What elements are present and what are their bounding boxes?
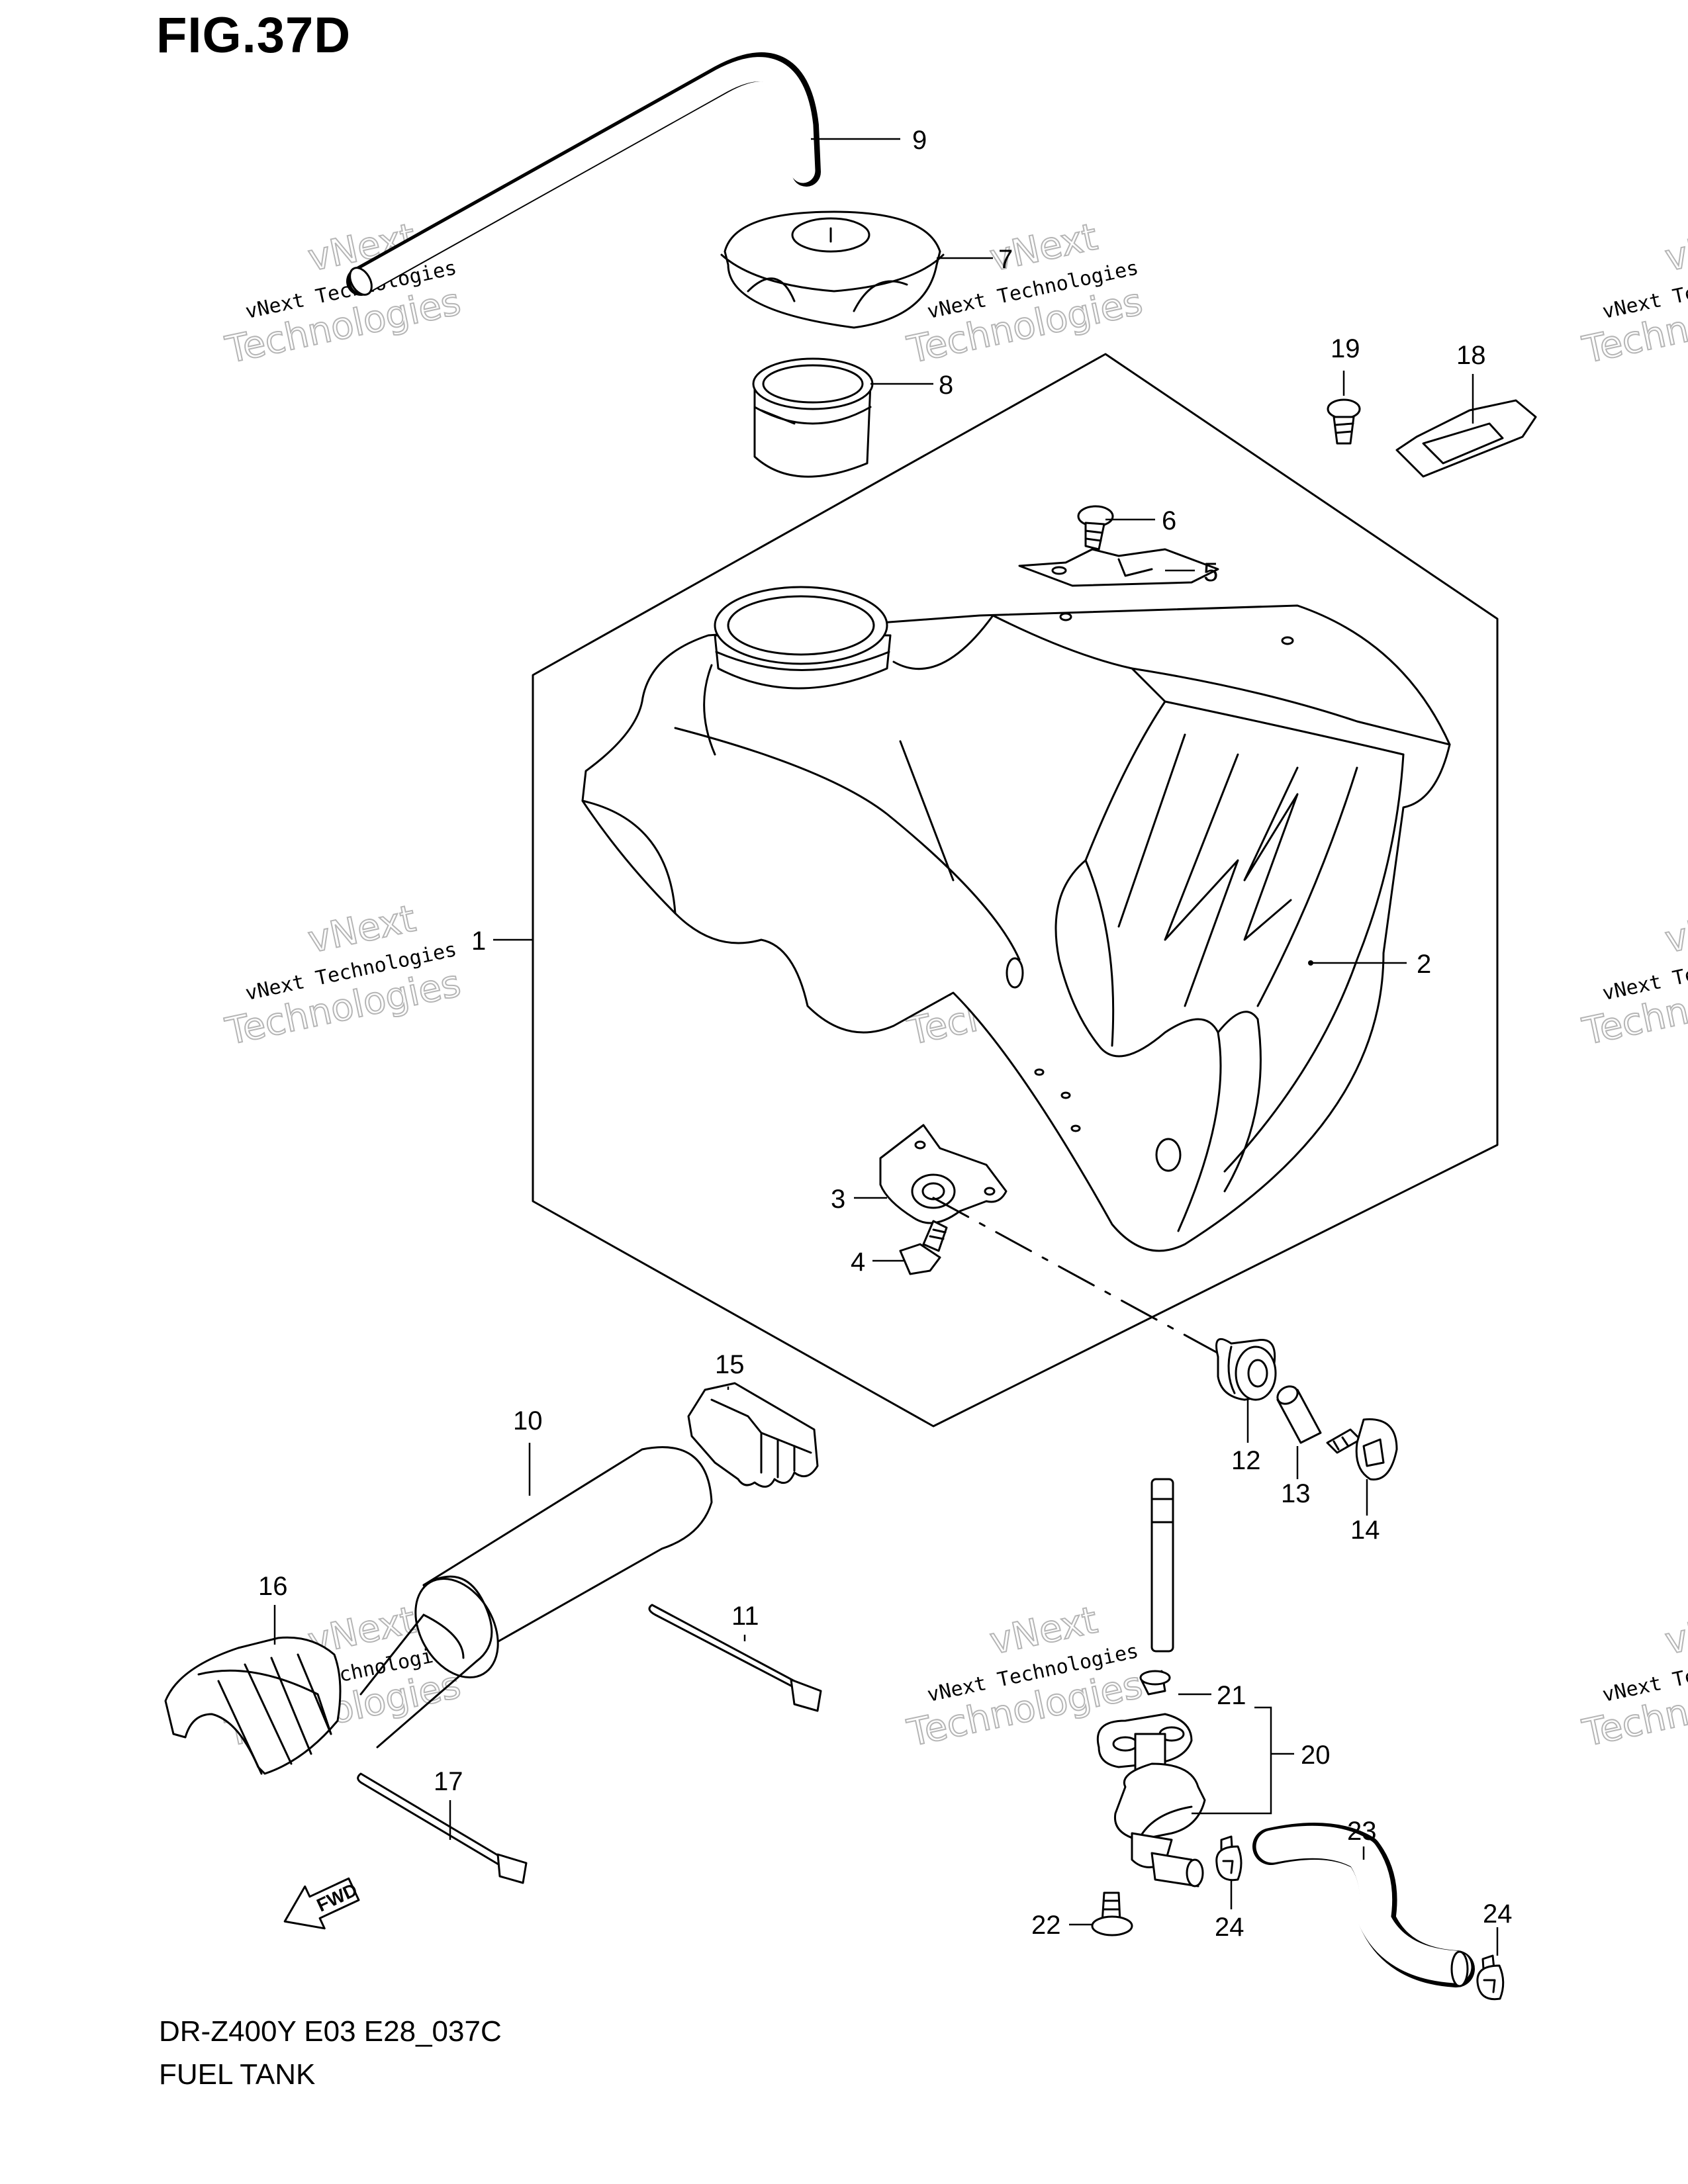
part-hose-clip-24a [1215,1835,1243,1882]
callout-14: 14 [1350,1516,1380,1545]
callout-18: 18 [1456,341,1486,370]
callout-4: 4 [851,1248,865,1277]
part-mount-bracket-3 [879,1124,1008,1224]
callout-15: 15 [715,1350,745,1379]
callout-19: 19 [1331,334,1360,363]
callout-24b: 24 [1483,1899,1513,1929]
callout-21: 21 [1217,1681,1246,1710]
callout-12: 12 [1231,1446,1261,1475]
part-clamp-16 [164,1636,342,1775]
part-clip-15 [687,1382,819,1488]
figure-title: FIG.37D [156,7,352,64]
watermark-vnext: vNext [1662,216,1688,281]
callout-16: 16 [258,1572,288,1601]
part-filler-neck [752,357,874,478]
callout-6: 6 [1162,506,1176,535]
part-cable-tie-11 [648,1604,822,1712]
part-strap-hook [1395,399,1537,478]
callout-1: 1 [471,927,486,956]
part-bracket-5 [1018,548,1219,587]
callout-11: 11 [731,1602,759,1631]
callout-24: 24 [1215,1913,1244,1942]
watermark: vNext vNext Technologies Technologies [221,897,465,1055]
part-collar-13 [1276,1385,1322,1444]
diagram-name: FUEL TANK [159,2058,316,2091]
part-screw-19 [1327,398,1361,445]
part-cover-10 [359,1446,713,1749]
callout-3: 3 [831,1185,845,1214]
watermark: vNext vNext Technologies Technologies [1578,215,1688,373]
callout-13: 13 [1281,1479,1311,1508]
watermark: vNext vNext Technologies Technologies [1578,897,1688,1055]
callout-numbers: 9 7 8 19 18 6 5 1 2 3 4 15 10 11 16 17 1… [258,126,1513,1942]
part-screw-22 [1091,1891,1133,1936]
leader-lines [273,138,1499,1956]
part-fuel-tank [581,586,1451,1252]
part-hose-clip-24b [1476,1954,1505,2001]
diagram-code: DR-Z400Y E03 E28_037C [159,2015,502,2048]
callout-22: 22 [1031,1911,1061,1940]
callout-23: 23 [1347,1817,1377,1846]
watermark-vnext: vNext [1662,897,1688,962]
callout-20: 20 [1301,1741,1331,1770]
fwd-arrow: FWD [283,1877,361,1930]
callout-9: 9 [912,126,927,155]
part-cable-tie-17 [357,1772,528,1884]
part-screw-6 [1077,505,1114,551]
callout-8: 8 [939,371,953,400]
part-fuel-cap [720,210,945,329]
alignment-line [932,1197,1226,1358]
callout-10: 10 [513,1406,543,1435]
callout-5: 5 [1203,558,1218,587]
part-bolt-14 [1326,1418,1398,1480]
watermark-vnext: vNext [1662,1599,1688,1664]
part-breather-hose [346,52,821,296]
part-bolt-4 [899,1220,948,1275]
callout-2: 2 [1417,950,1431,979]
callout-7: 7 [998,245,1013,274]
part-fuel-cock [1097,1478,1206,1888]
watermark: vNext vNext Technologies Technologies [1578,1598,1688,1756]
callout-17: 17 [434,1767,463,1796]
assembly-boundary [532,353,1499,1428]
part-fuel-hose [1252,1823,1475,1987]
part-grommet-12 [1215,1338,1277,1401]
